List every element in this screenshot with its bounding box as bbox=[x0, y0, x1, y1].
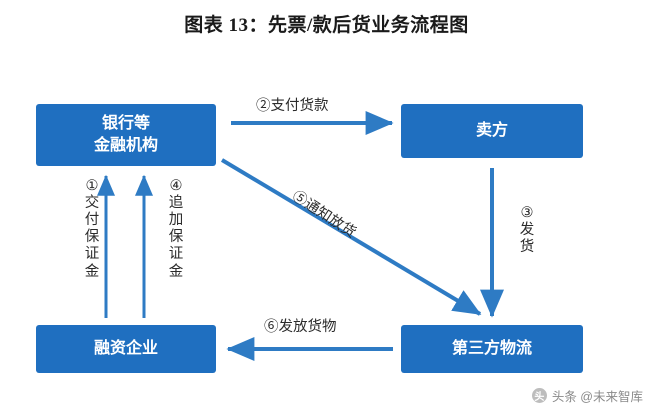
label-deposit-char: 证 bbox=[84, 246, 100, 263]
label-deposit-char: 保 bbox=[84, 229, 100, 246]
label-deposit-char: ① bbox=[85, 178, 99, 194]
label-additional-char: 证 bbox=[168, 246, 184, 263]
label-deposit: ① 交 付 保 证 金 bbox=[83, 178, 101, 281]
label-ship-char: ③ bbox=[520, 205, 534, 221]
label-additional-char: 加 bbox=[168, 212, 184, 229]
node-seller-label: 卖方 bbox=[475, 122, 508, 140]
watermark-text: 头条 @未来智库 bbox=[551, 390, 643, 404]
toutiao-icon: 头 bbox=[531, 388, 547, 403]
label-additional-char: 保 bbox=[168, 229, 184, 246]
node-bank-line1: 银行等 bbox=[101, 115, 150, 133]
label-additional-char: ④ bbox=[169, 178, 183, 194]
arrow-notify-release bbox=[220, 158, 482, 316]
label-ship-char: 发 bbox=[519, 222, 535, 239]
node-bank-line2: 金融机构 bbox=[93, 137, 158, 154]
label-pay-goods: ②支付货款 bbox=[256, 98, 329, 114]
node-financing-firm-label: 融资企业 bbox=[93, 340, 158, 358]
node-third-party-logistics[interactable]: 第三方物流 bbox=[401, 325, 583, 373]
node-third-party-logistics-label: 第三方物流 bbox=[451, 340, 532, 358]
label-ship-char: 货 bbox=[519, 239, 535, 256]
label-deposit-char: 交 bbox=[84, 195, 100, 212]
watermark: 头 头条 @未来智库 bbox=[531, 386, 643, 405]
label-issue-goods: ⑥发放货物 bbox=[264, 319, 337, 335]
node-financing-firm[interactable]: 融资企业 bbox=[36, 325, 216, 373]
label-deposit-char: 金 bbox=[84, 263, 100, 280]
label-additional-char: 金 bbox=[168, 263, 184, 280]
page-title: 图表 13：先票/款后货业务流程图 bbox=[184, 15, 469, 36]
node-bank[interactable]: 银行等 金融机构 bbox=[36, 104, 216, 166]
label-additional-char: 追 bbox=[168, 195, 184, 212]
label-additional-deposit: ④ 追 加 保 证 金 bbox=[167, 178, 185, 281]
label-deposit-char: 付 bbox=[84, 212, 100, 229]
label-ship: ③ 发 货 bbox=[518, 205, 536, 256]
node-seller[interactable]: 卖方 bbox=[401, 104, 583, 158]
